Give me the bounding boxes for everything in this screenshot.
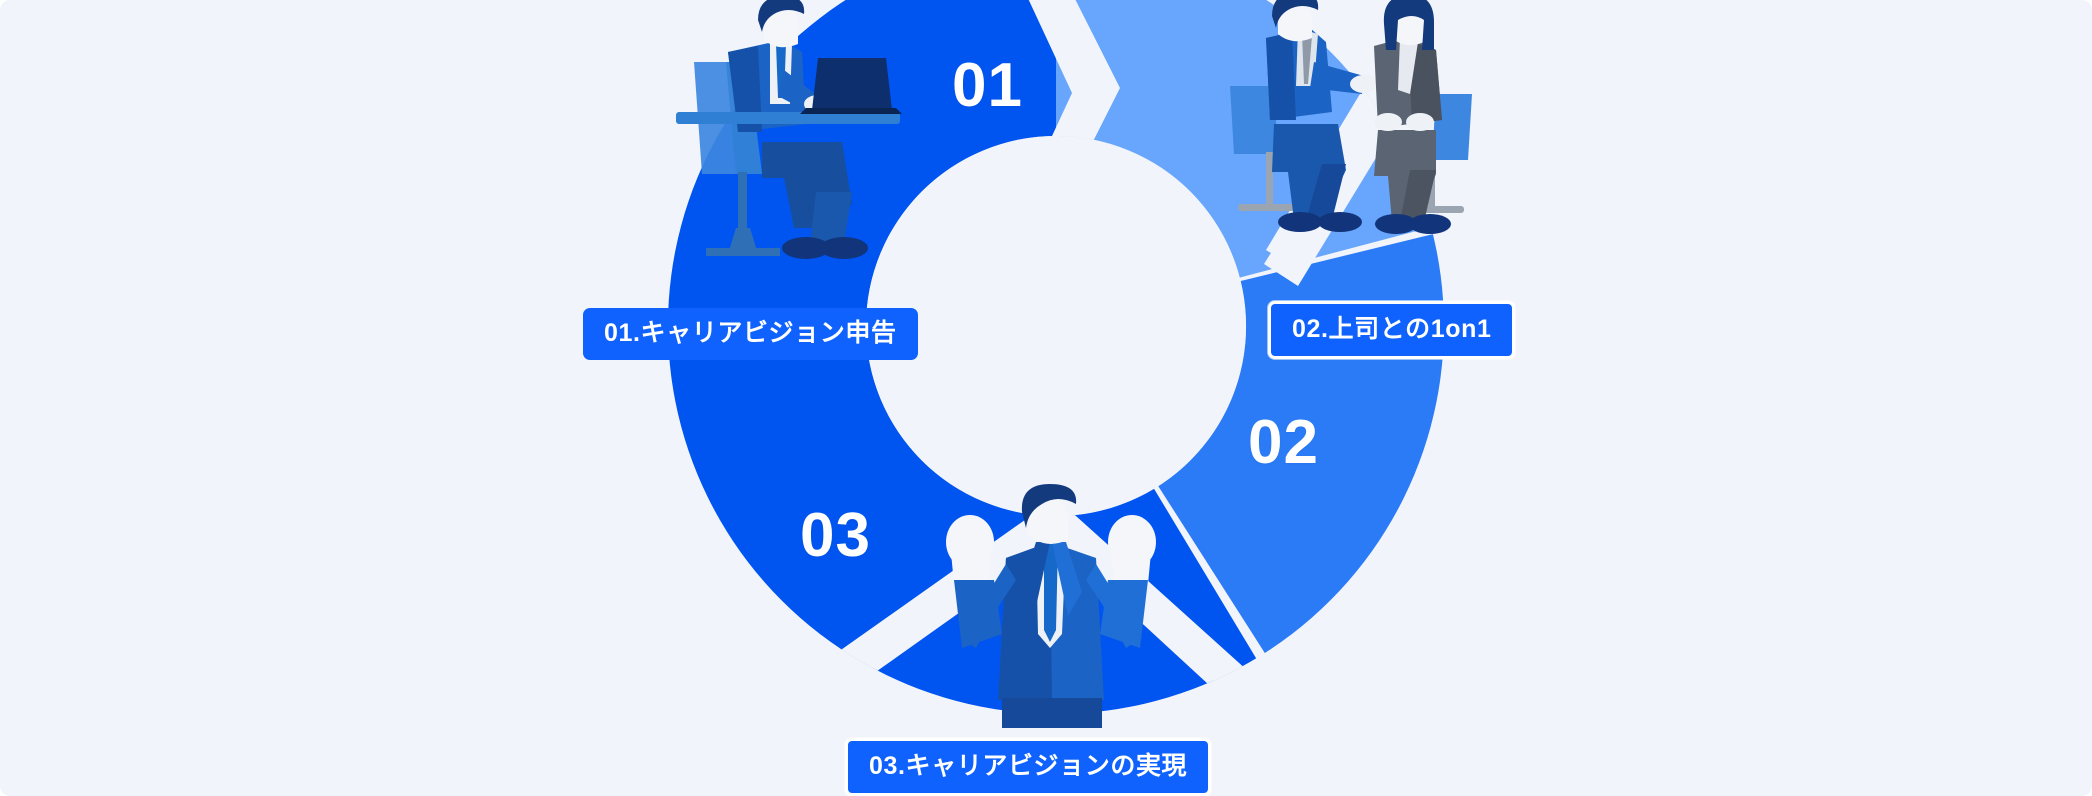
step-number-02: 02 (1248, 408, 1319, 477)
step-label-02[interactable]: 02.上司との1on1 (1268, 301, 1516, 360)
step-number-03: 03 (800, 501, 871, 570)
donut-inner-hole (866, 136, 1246, 516)
step-label-03[interactable]: 03.キャリアビジョンの実現 (845, 738, 1212, 796)
step-number-01: 01 (952, 51, 1023, 120)
step-label-01[interactable]: 01.キャリアビジョン申告 (583, 308, 918, 361)
